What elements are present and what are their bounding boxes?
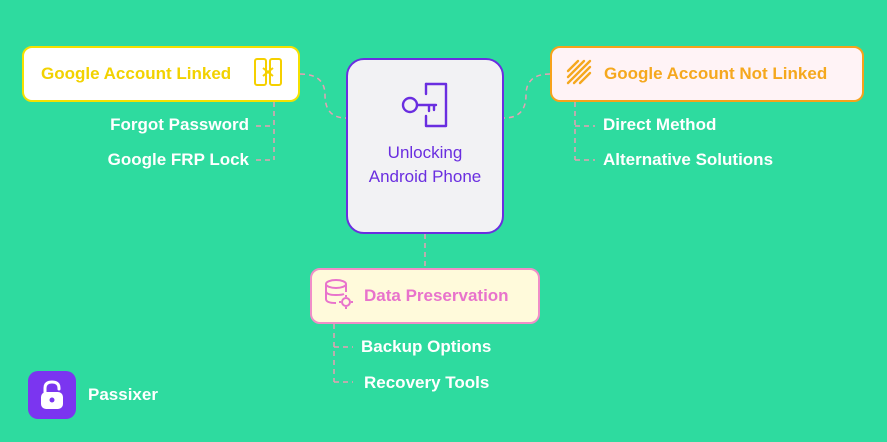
branch-google-account-linked: Google Account Linked — [22, 46, 300, 102]
item-recovery-tools: Recovery Tools — [364, 373, 490, 392]
item-forgot-password: Forgot Password — [110, 115, 249, 134]
branch-google-account-not-linked: Google Account Not Linked — [550, 46, 864, 102]
branch-data-preservation: Data Preservation — [310, 268, 540, 324]
connector-not-linked — [503, 73, 551, 119]
item-alternative-solutions: Alternative Solutions — [603, 150, 774, 169]
link-chain-icon — [564, 57, 594, 92]
phone-unlock-icon — [252, 56, 284, 93]
branch-not-linked-label: Google Account Not Linked — [604, 64, 828, 83]
central-node: Unlocking Android Phone — [346, 58, 504, 234]
brand-name: Passixer — [88, 385, 158, 404]
padlock-icon — [28, 371, 76, 419]
central-node-title: Unlocking Android Phone — [368, 143, 482, 186]
item-direct-method: Direct Method — [603, 115, 717, 134]
key-lock-icon — [400, 82, 450, 133]
connector-not-linked-items — [574, 102, 595, 161]
brand: Passixer — [28, 371, 158, 419]
connector-linked — [299, 73, 347, 119]
item-backup-options: Backup Options — [361, 337, 492, 356]
connector-linked-items — [256, 102, 275, 161]
database-gear-icon — [322, 277, 356, 316]
branch-linked-label: Google Account Linked — [41, 64, 232, 83]
connector-data-items — [333, 324, 353, 383]
item-google-frp-lock: Google FRP Lock — [107, 150, 249, 169]
branch-data-label: Data Preservation — [364, 286, 509, 305]
